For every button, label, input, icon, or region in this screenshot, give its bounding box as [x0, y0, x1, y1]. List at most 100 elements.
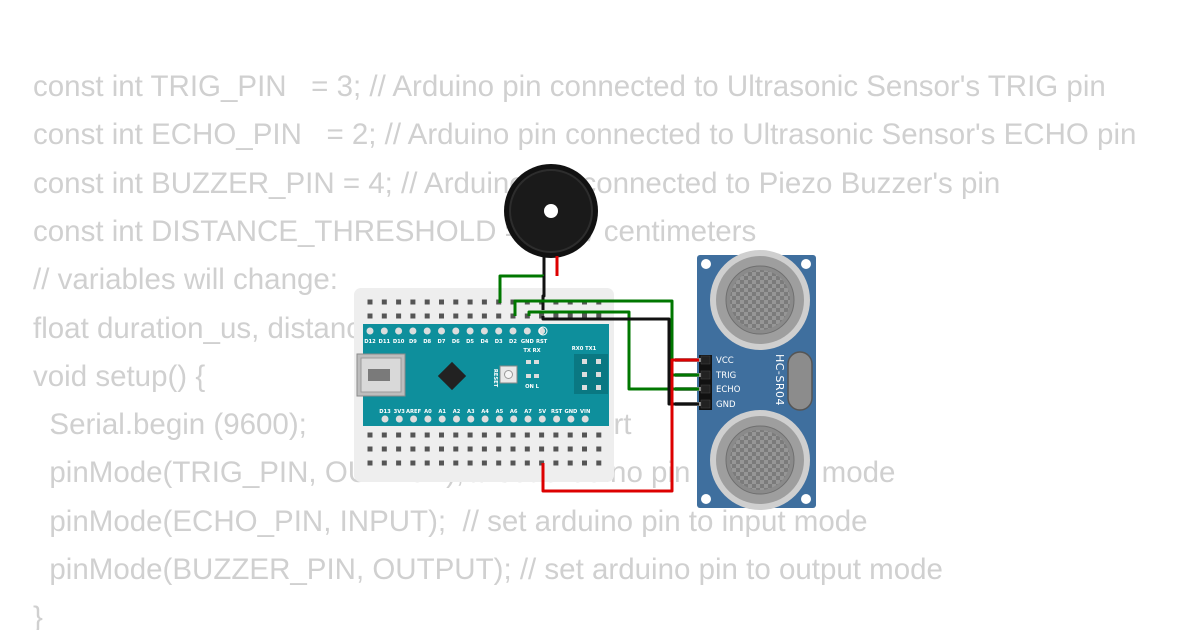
icsp-pad	[574, 354, 608, 394]
on-l-label: ON L	[525, 384, 540, 390]
pin-label: A6	[510, 409, 518, 415]
pin-hole	[438, 415, 446, 423]
sensor-pin-socket	[700, 384, 711, 394]
breadboard-hole	[439, 460, 444, 466]
pin-hole	[423, 327, 431, 335]
pin-hole	[523, 327, 531, 335]
breadboard-hole	[439, 432, 444, 438]
pin-label: A3	[467, 409, 475, 415]
breadboard-hole	[567, 460, 573, 466]
pin-label: D10	[393, 339, 405, 345]
pin-label: GND	[564, 409, 578, 415]
rx0-tx1-label: RX0 TX1	[572, 346, 597, 352]
code-line: const int ECHO_PIN = 2; // Arduino pin c…	[33, 118, 1137, 152]
pin-hole	[538, 415, 546, 423]
breadboard-hole	[396, 446, 402, 452]
breadboard-hole	[396, 460, 402, 466]
code-line: const int TRIG_PIN = 3; // Arduino pin c…	[33, 70, 1106, 103]
wire-gnd	[541, 316, 699, 406]
breadboard-hole	[381, 313, 387, 319]
pin-hole	[453, 415, 460, 423]
code-line: void setup() {	[33, 359, 206, 393]
pin-hole	[381, 415, 389, 423]
breadboard-hole	[381, 460, 387, 466]
wire-5v-vcc	[541, 358, 699, 493]
pin-label: GND	[521, 339, 535, 345]
breadboard-hole	[539, 432, 545, 438]
breadboard-hole	[424, 313, 430, 319]
icsp-pin	[596, 359, 601, 364]
breadboard-hole	[582, 446, 587, 452]
sensor-pin-socket	[700, 370, 711, 380]
pin-hole	[438, 327, 445, 335]
breadboard-hole	[481, 299, 487, 305]
led-tx	[526, 360, 531, 364]
breadboard-hole	[496, 460, 502, 466]
pin-hole	[467, 415, 475, 423]
breadboard-hole	[582, 460, 587, 466]
breadboard-hole	[439, 313, 444, 319]
icsp-header	[574, 354, 608, 394]
breadboard-hole	[381, 432, 387, 438]
pin-hole	[366, 327, 374, 335]
breadboard-hole	[453, 432, 459, 438]
sensor-pin-label: TRIG	[715, 371, 736, 381]
breadboard-hole	[410, 299, 416, 305]
breadboard-hole	[367, 299, 373, 305]
pin-hole	[567, 415, 575, 423]
breadboard-hole	[496, 446, 502, 452]
wire-buzzer-to-d4	[498, 274, 544, 303]
sensor-pin-socket	[700, 399, 711, 409]
wire-d2-echo	[527, 310, 699, 391]
breadboard-hole	[410, 432, 416, 438]
pin-label: A5	[496, 409, 504, 415]
breadboard-hole	[481, 460, 487, 466]
pin-label: 5V	[538, 409, 546, 415]
pin-hole	[481, 415, 489, 423]
breadboard-hole	[596, 432, 602, 438]
breadboard-hole	[596, 460, 602, 466]
led-on	[526, 374, 531, 378]
breadboard-hole	[524, 446, 530, 452]
pin-hole	[395, 327, 403, 335]
breadboard-hole	[367, 446, 373, 452]
pin-label: A7	[524, 409, 532, 415]
breadboard-hole	[367, 432, 373, 438]
breadboard-hole	[367, 313, 373, 319]
breadboard-hole	[481, 432, 487, 438]
breadboard-hole	[510, 446, 516, 452]
breadboard-hole	[439, 299, 444, 305]
reset-label: RESET	[492, 369, 498, 388]
breadboard-hole	[596, 446, 602, 452]
breadboard-hole	[496, 432, 502, 438]
sensor-pin-label: GND	[716, 400, 736, 410]
pin-hole	[466, 327, 474, 335]
breadboard-hole	[539, 446, 545, 452]
breadboard-hole	[467, 432, 473, 438]
wire-d3-trig	[513, 299, 699, 377]
usb-connector	[356, 353, 406, 397]
breadboard-hole	[396, 432, 402, 438]
pin-label: RST	[551, 409, 563, 415]
breadboard-hole	[496, 313, 502, 319]
breadboard-hole	[567, 432, 573, 438]
breadboard-hole	[467, 446, 473, 452]
pin-label: VIN	[580, 409, 590, 415]
pin-hole	[480, 327, 488, 335]
breadboard-hole	[453, 446, 459, 452]
breadboard-hole	[381, 446, 387, 452]
breadboard-hole	[510, 432, 516, 438]
breadboard-hole	[439, 446, 444, 452]
pin-hole	[524, 415, 532, 423]
breadboard-hole	[553, 460, 559, 466]
code-line: pinMode(ECHO_PIN, INPUT); // set arduino…	[33, 504, 868, 538]
pin-label: D7	[438, 339, 446, 345]
pin-hole	[495, 327, 503, 335]
pin-label: D4	[480, 339, 488, 345]
code-line: const int BUZZER_PIN = 4; // Arduino pin…	[33, 166, 1001, 200]
breadboard-hole	[396, 299, 402, 305]
breadboard-hole	[410, 313, 416, 319]
pin-hole	[380, 327, 388, 335]
